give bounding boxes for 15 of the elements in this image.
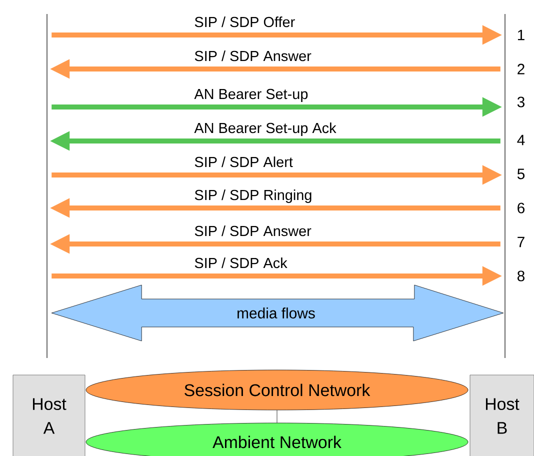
host-box: Host B	[470, 374, 534, 456]
edge-label: SIP / SDP Ringing	[194, 190, 312, 203]
edge-label: SIP / SDP Alert	[194, 156, 293, 168]
edge-label: SIP / SDP Answer	[194, 50, 312, 62]
edge-label: SIP / SDP Answer	[194, 226, 312, 236]
lifeline	[46, 14, 48, 358]
edge-label: SIP / SDP Offer	[194, 16, 295, 28]
lifeline	[504, 14, 506, 358]
edge-label: media flows	[238, 308, 315, 318]
edge-label: SIP / SDP Ack	[194, 258, 288, 268]
connector-line	[276, 410, 278, 423]
double-arrow	[51, 284, 504, 342]
edge-label: AN Bearer Set-up Ack	[194, 122, 336, 136]
edge-label: AN Bearer Set-up	[194, 88, 308, 102]
host-box: Host A	[12, 374, 86, 456]
